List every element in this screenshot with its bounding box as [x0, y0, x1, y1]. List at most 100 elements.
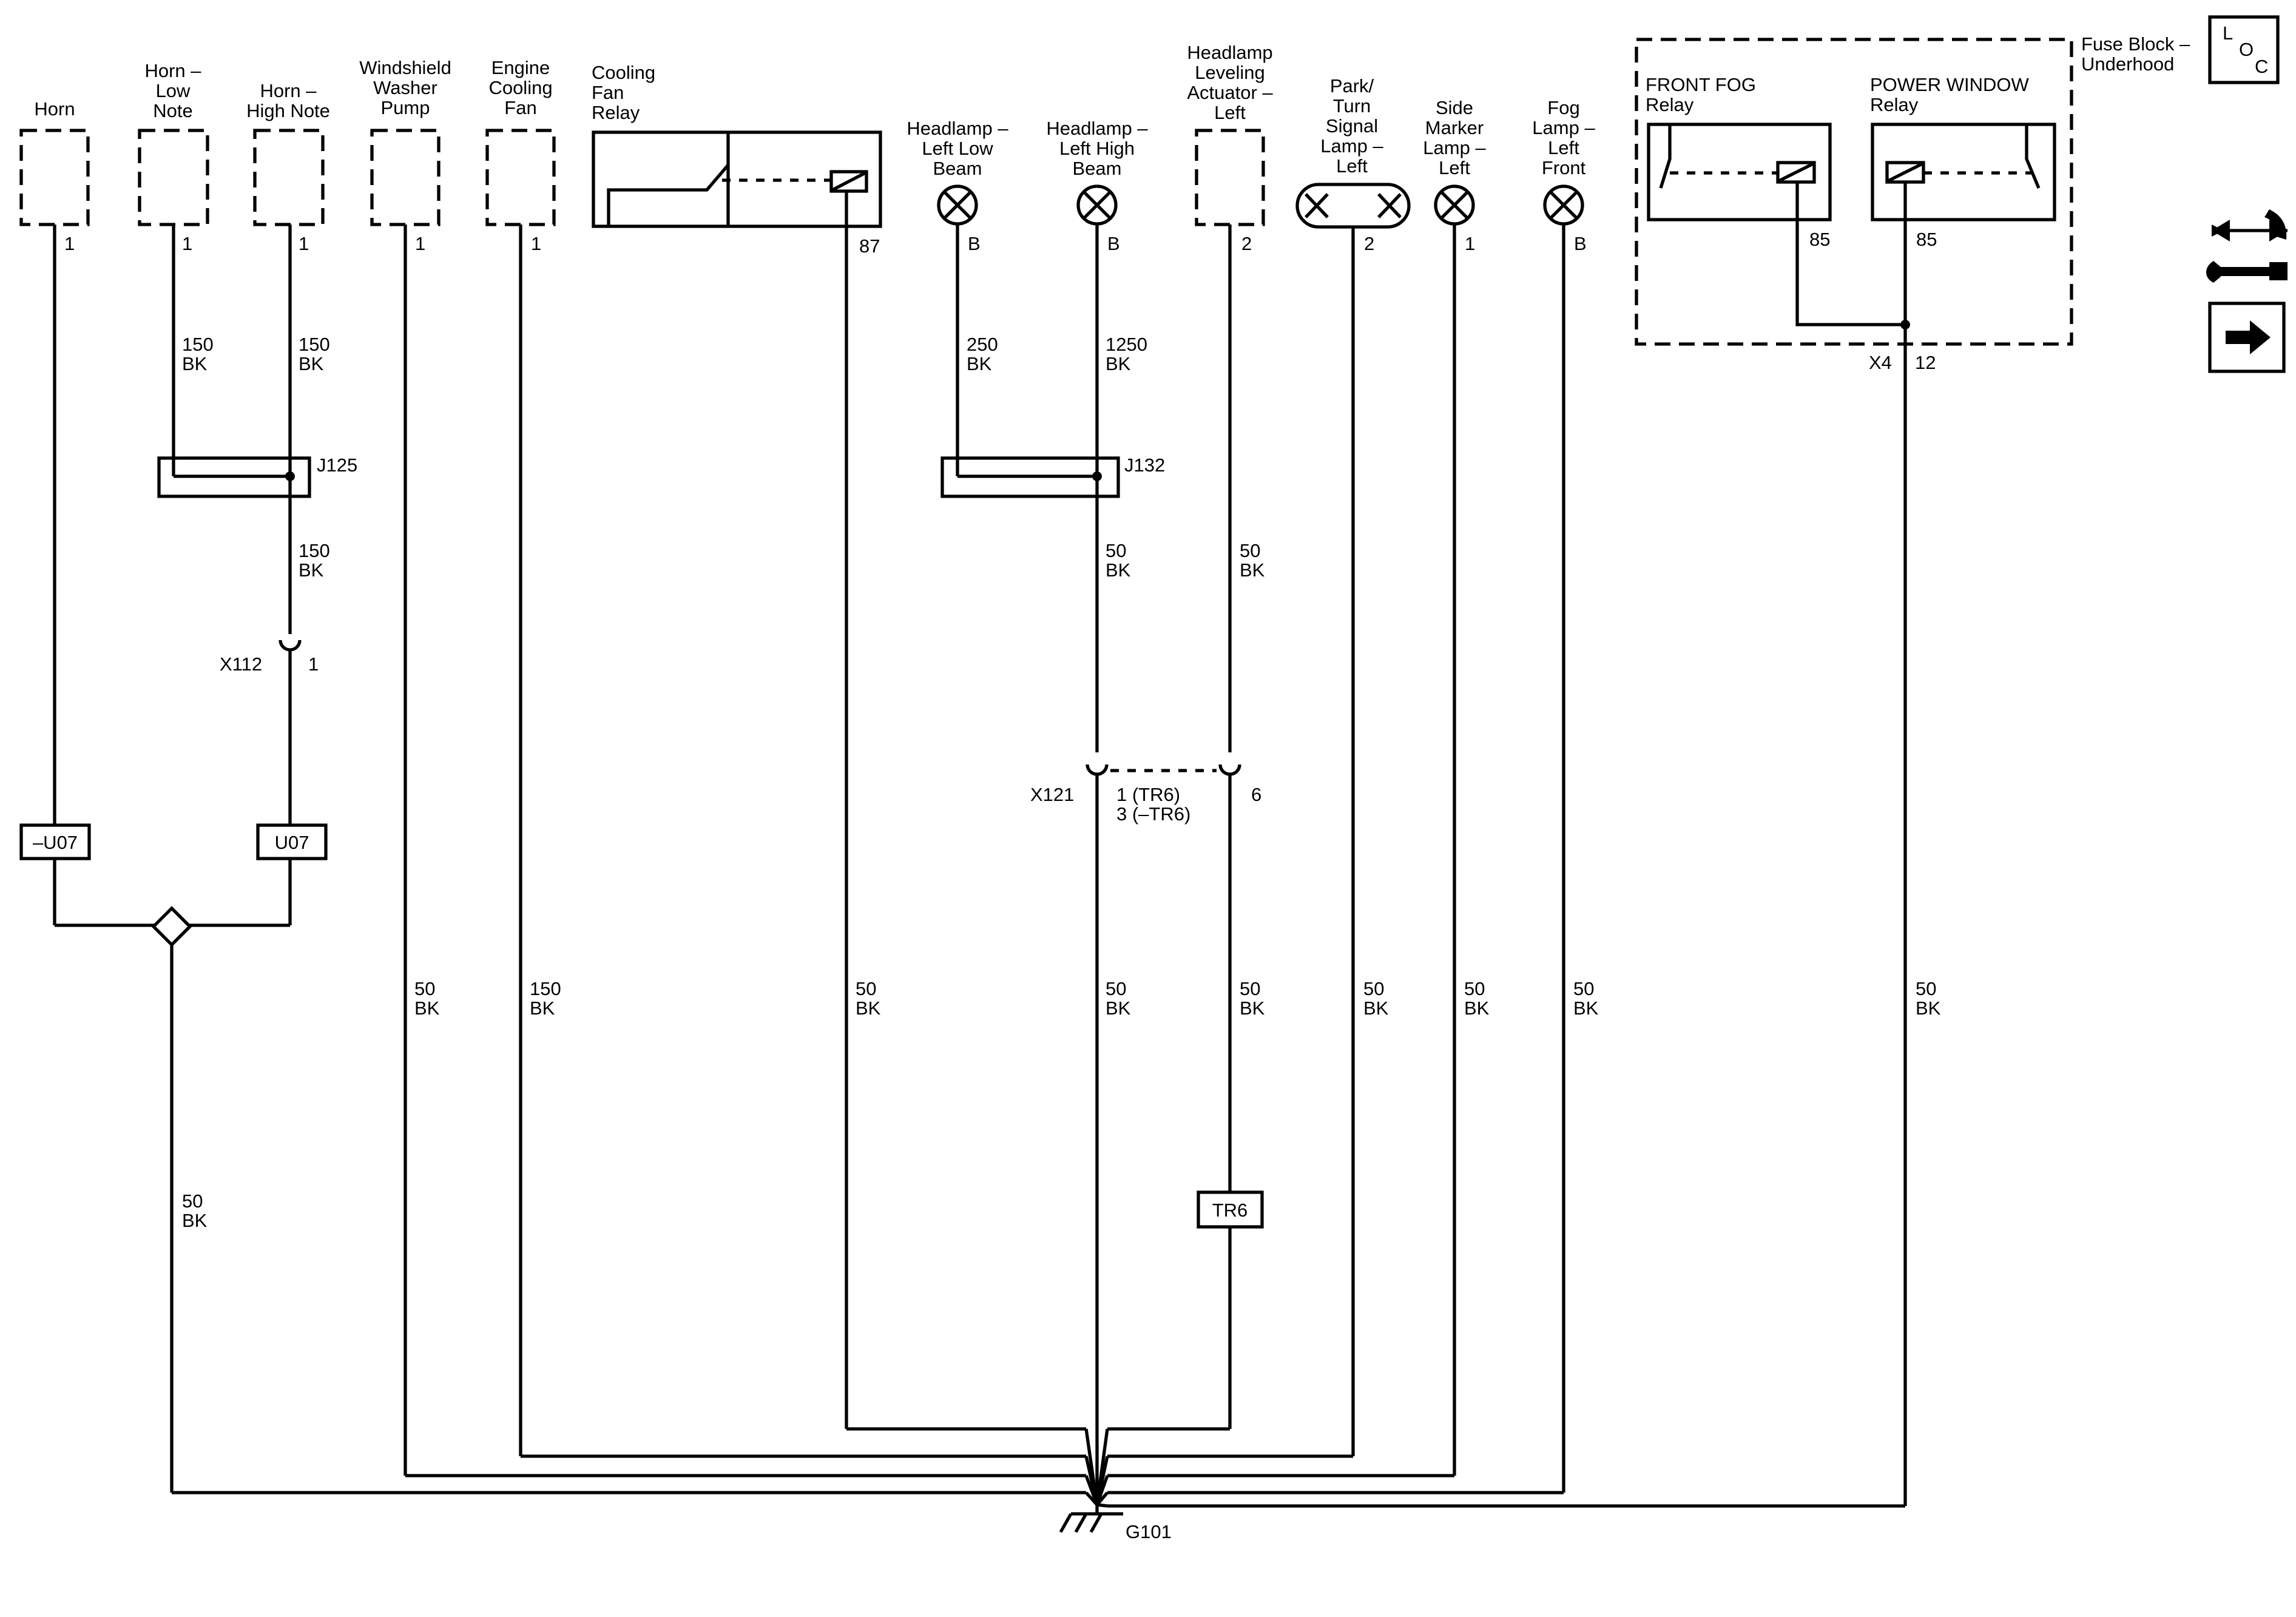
location-icon[interactable]: L O C — [2208, 15, 2280, 84]
wire-color: BK — [1240, 998, 1265, 1019]
horn-low-pin: 1 — [182, 233, 192, 254]
hl-high-label-3: Beam — [1073, 158, 1122, 179]
washer-label-3: Pump — [381, 97, 430, 118]
horn-low-note-component: Horn – Low Note 1 — [138, 60, 209, 254]
wire-size: 150 — [299, 334, 330, 355]
fan-relay-coil — [829, 170, 868, 193]
x4-connector-label: X4 — [1869, 352, 1892, 373]
wire-color: BK — [1240, 559, 1265, 581]
park-turn-lamp-component: Park/ Turn Signal Lamp – Left 2 — [1295, 75, 1411, 254]
fog-pin: B — [1574, 233, 1587, 254]
horn-high-pin: 1 — [299, 233, 309, 254]
x112-pin: 1 — [308, 653, 319, 675]
power-window-relay-switch — [2025, 124, 2041, 189]
x112-label: X112 — [220, 653, 262, 675]
j125-splice-box — [157, 456, 311, 498]
fan-relay-box — [592, 130, 882, 228]
wire-color: BK — [299, 559, 324, 581]
horn-low-label-3: Note — [153, 100, 192, 121]
wire-color: BK — [856, 998, 881, 1019]
hl-high-pin: B — [1107, 233, 1120, 254]
wire-size: 50 — [856, 978, 876, 999]
cooling-fan-pin: 1 — [531, 233, 541, 254]
leveling-label-1: Headlamp — [1187, 42, 1272, 63]
x121-label: X121 — [1030, 784, 1074, 805]
j132-splice-box — [940, 456, 1120, 498]
park-label-5: Left — [1336, 155, 1368, 177]
x4-pin: 12 — [1915, 352, 1936, 373]
leveling-actuator-component: Headlamp Leveling Actuator – Left 2 — [1187, 42, 1273, 254]
wire-color: BK — [182, 353, 208, 374]
wire-size: 50 — [1240, 978, 1260, 999]
hl-low-pin: B — [968, 233, 981, 254]
wire-size: 50 — [1240, 540, 1260, 561]
side-label-1: Side — [1436, 97, 1473, 118]
wire-size: 50 — [182, 1190, 203, 1212]
fog-lamp-component: Fog Lamp – Left Front B — [1532, 97, 1595, 254]
front-fog-relay-switch — [1659, 124, 1672, 189]
horn-low-label-2: Low — [156, 80, 191, 101]
wire-size: 250 — [967, 334, 998, 355]
power-window-relay-label-1: POWER WINDOW — [1870, 74, 2029, 95]
fan-relay-label-3: Relay — [592, 102, 640, 123]
front-fog-relay-pin: 85 — [1809, 229, 1830, 250]
cooling-fan-label-1: Engine — [491, 57, 550, 78]
washer-pin: 1 — [415, 233, 425, 254]
x121-connector-b-icon — [1218, 764, 1241, 776]
power-window-relay-pin: 85 — [1916, 229, 1937, 250]
fuse-block-underhood: Fuse Block – Underhood FRONT FOG Relay 8… — [1635, 33, 2190, 346]
fan-relay-label-2: Fan — [592, 82, 624, 103]
wire-color: BK — [1464, 998, 1490, 1019]
j125-label: J125 — [317, 454, 357, 476]
option-diamond — [151, 906, 192, 947]
wire-size: 50 — [1464, 978, 1485, 999]
wire-color: BK — [1573, 998, 1599, 1019]
fog-label-3: Left — [1548, 137, 1579, 158]
fog-label-4: Front — [1542, 157, 1586, 178]
ground-label: G101 — [1126, 1521, 1172, 1542]
fuse-block-label-2: Underhood — [2081, 53, 2174, 75]
cooling-fan-relay-component: Cooling Fan Relay 87 — [592, 62, 882, 257]
horn-high-box — [253, 129, 325, 226]
wire-size: 50 — [1106, 540, 1126, 561]
option-neg-u07-label: –U07 — [33, 832, 78, 853]
side-pin: 1 — [1465, 233, 1475, 254]
wire-color: BK — [1106, 353, 1131, 374]
horn-pin: 1 — [64, 233, 75, 254]
hl-low-label-3: Beam — [933, 158, 982, 179]
fuse-block-box — [1635, 38, 2073, 346]
leveling-label-4: Left — [1214, 102, 1246, 123]
option-u07-label: U07 — [275, 832, 309, 853]
park-label-4: Lamp – — [1320, 135, 1383, 157]
side-label-4: Left — [1439, 157, 1470, 178]
wire-size: 50 — [414, 978, 435, 999]
fog-label-2: Lamp – — [1532, 117, 1595, 138]
x112-connector-icon — [279, 640, 302, 652]
horn-low-box — [138, 129, 209, 226]
wire-color: BK — [182, 1210, 208, 1231]
horn-high-label-1: Horn – — [260, 80, 317, 101]
wire-size: 50 — [1363, 978, 1384, 999]
power-window-relay-box — [1871, 123, 2056, 221]
front-fog-relay-label-1: FRONT FOG — [1646, 74, 1756, 95]
headlamp-low-component: Headlamp – Left Low Beam B — [907, 118, 1008, 254]
leveling-pin: 2 — [1241, 233, 1252, 254]
svg-text:L: L — [2223, 22, 2233, 44]
leveling-label-3: Actuator – — [1187, 82, 1273, 103]
hl-low-label-1: Headlamp – — [907, 118, 1008, 139]
arrow-right-icon[interactable] — [2208, 302, 2286, 373]
horn-label: Horn — [34, 98, 75, 120]
cooling-fan-label-2: Cooling — [488, 77, 552, 98]
side-label-2: Marker — [1425, 117, 1484, 138]
tool-arrows-icon[interactable] — [2206, 209, 2288, 283]
washer-pump-component: Windshield Washer Pump 1 — [359, 57, 451, 254]
hl-low-label-2: Left Low — [922, 138, 993, 159]
hl-high-label-1: Headlamp – — [1046, 118, 1148, 139]
washer-label-1: Windshield — [359, 57, 451, 78]
ground-icon — [1059, 1505, 1123, 1533]
leveling-box — [1195, 129, 1265, 226]
wire-color: BK — [414, 998, 440, 1019]
wire-labels: 150 BK 150 BK 150 BK 250 BK 1250 BK 50 B… — [182, 334, 1941, 1231]
park-label-3: Signal — [1326, 115, 1378, 137]
